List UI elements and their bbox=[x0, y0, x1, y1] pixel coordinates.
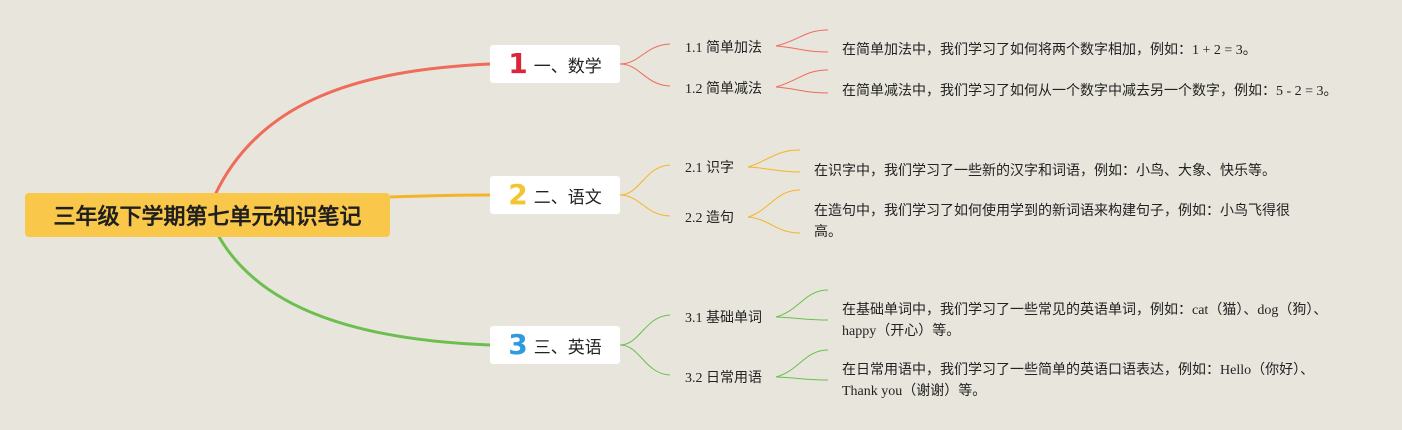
branch-label: 三、英语 bbox=[533, 337, 602, 358]
note-literacy: 在识字中，我们学习了一些新的汉字和词语，例如：小鸟、大象、快乐等。 bbox=[814, 164, 1276, 179]
topic-basic-words[interactable]: 3.1 基础单词 bbox=[685, 311, 762, 326]
link-math-note-1a bbox=[775, 29, 829, 47]
branch-chinese[interactable]: 2 二、语文 bbox=[490, 176, 620, 214]
note-simple-addition: 在简单加法中，我们学习了如何将两个数字相加，例如：1 + 2 = 3。 bbox=[842, 43, 1257, 58]
topic-simple-subtraction[interactable]: 1.2 简单减法 bbox=[685, 82, 762, 97]
link-chinese-topic-2 bbox=[619, 194, 671, 217]
link-english-note-1b bbox=[775, 316, 829, 321]
link-english-note-1a bbox=[775, 289, 829, 318]
link-math-note-1b bbox=[775, 45, 829, 53]
note-simple-subtraction: 在简单减法中，我们学习了如何从一个数字中减去另一个数字，例如：5 - 2 = 3… bbox=[842, 84, 1338, 99]
link-root-english bbox=[216, 234, 491, 347]
link-chinese-topic-1 bbox=[619, 164, 671, 196]
link-chinese-note-1a bbox=[747, 149, 801, 168]
link-chinese-note-2a bbox=[747, 189, 801, 218]
branch-label: 一、数学 bbox=[533, 56, 602, 77]
topic-simple-addition[interactable]: 1.1 简单加法 bbox=[685, 41, 762, 56]
branch-label: 二、语文 bbox=[533, 187, 602, 208]
number-two-icon: 2 bbox=[508, 178, 528, 211]
link-math-topic-2 bbox=[619, 63, 671, 87]
number-three-icon: 3 bbox=[508, 328, 528, 361]
topic-sentence-making[interactable]: 2.2 造句 bbox=[685, 211, 734, 226]
link-english-note-2b bbox=[775, 376, 829, 381]
number-one-icon: 1 bbox=[508, 47, 528, 80]
link-chinese-note-2b bbox=[747, 216, 801, 234]
link-root-chinese bbox=[389, 193, 491, 199]
note-basic-words: 在基础单词中，我们学习了一些常见的英语单词，例如：cat（猫）、dog（狗）、h… bbox=[842, 303, 1328, 339]
root-node[interactable]: 三年级下学期第七单元知识笔记 bbox=[25, 193, 390, 237]
branch-math[interactable]: 1 一、数学 bbox=[490, 45, 620, 83]
link-english-note-2a bbox=[775, 349, 829, 378]
link-english-topic-2 bbox=[619, 344, 671, 376]
topic-literacy[interactable]: 2.1 识字 bbox=[685, 161, 734, 176]
link-root-math bbox=[213, 62, 491, 196]
link-math-note-2a bbox=[775, 69, 829, 88]
link-math-note-2b bbox=[775, 86, 829, 94]
note-sentence-making: 在造句中，我们学习了如何使用学到的新词语来构建句子，例如：小鸟飞得很高。 bbox=[814, 204, 1290, 240]
topic-daily-phrases[interactable]: 3.2 日常用语 bbox=[685, 371, 762, 386]
link-english-topic-1 bbox=[619, 314, 671, 346]
link-chinese-note-1b bbox=[747, 166, 801, 173]
root-title: 三年级下学期第七单元知识笔记 bbox=[53, 205, 362, 230]
link-math-topic-1 bbox=[619, 43, 671, 65]
branch-english[interactable]: 3 三、英语 bbox=[490, 326, 620, 364]
note-daily-phrases: 在日常用语中，我们学习了一些简单的英语口语表达，例如：Hello（你好）、Tha… bbox=[842, 363, 1315, 399]
